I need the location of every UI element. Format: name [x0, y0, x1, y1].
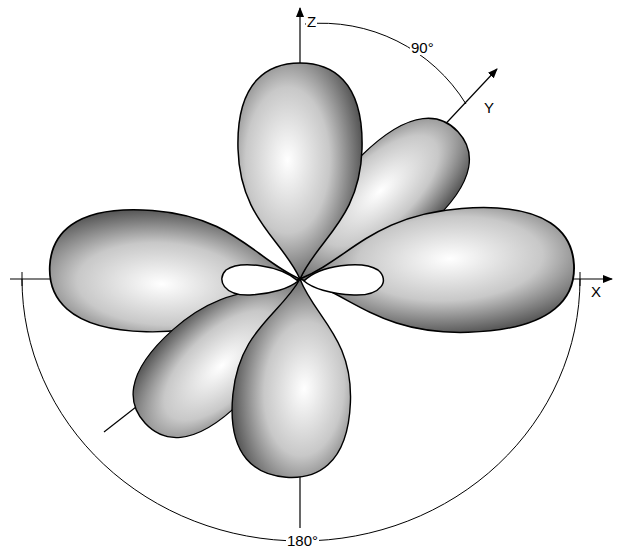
orbital-lobes: [47, 63, 578, 481]
axis-label: Z: [306, 14, 317, 29]
angle-label: 180°: [286, 533, 319, 548]
axis-label: X: [590, 284, 602, 299]
central-hole: [304, 265, 383, 295]
central-hole: [222, 265, 298, 295]
axis-label: Y: [483, 100, 495, 115]
angle-label: 90°: [410, 40, 435, 55]
